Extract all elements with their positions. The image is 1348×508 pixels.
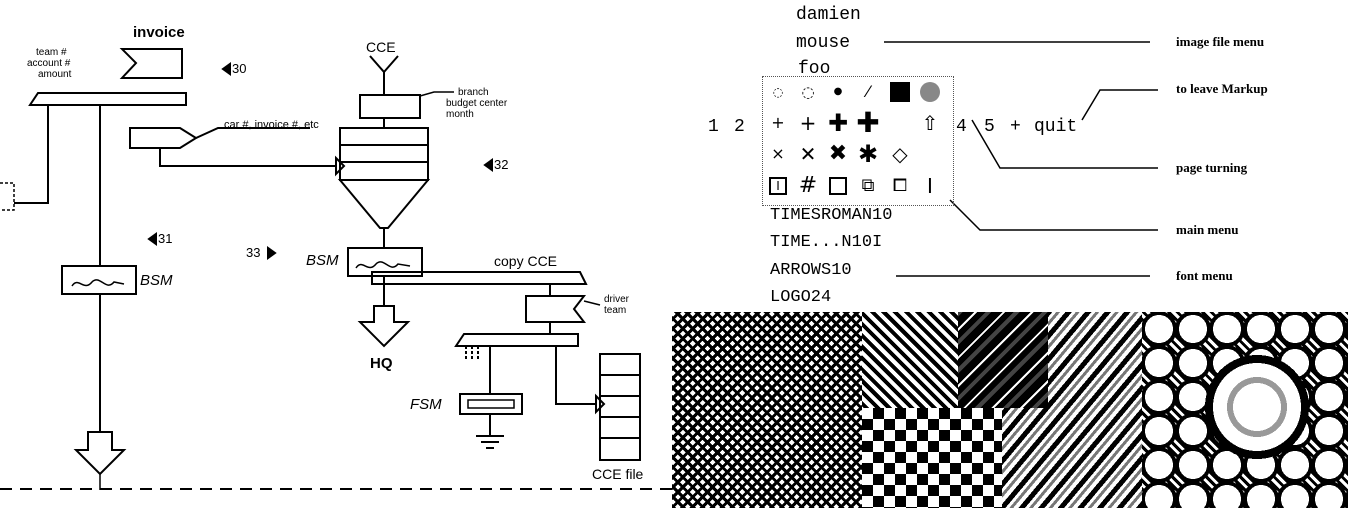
team-label: team #: [36, 47, 67, 58]
copy-cce-label: copy CCE: [494, 253, 558, 269]
bsm-box-left: [61, 265, 137, 295]
month-label: month: [446, 109, 474, 120]
down-arrow-left: [73, 431, 127, 476]
font-menu-item-timesroman10[interactable]: TIMESROMAN10: [770, 206, 893, 225]
funnel: [337, 179, 431, 229]
annotation-page-turning: page turning: [1176, 160, 1248, 175]
ref-triangle-31: [147, 232, 157, 246]
text-cursor-icon[interactable]: I: [927, 174, 933, 198]
dot-brush-icon[interactable]: ●: [833, 86, 843, 97]
car-invoice-label: car #, invoice #, etc: [224, 119, 319, 131]
font-menu-item-time-n10i[interactable]: TIME...N10I: [770, 233, 883, 252]
flow-diagram: [0, 48, 676, 490]
ref-30: 30: [232, 61, 247, 76]
gray-circle-icon[interactable]: [917, 79, 943, 105]
hq-label: HQ: [370, 355, 393, 372]
grid-icon[interactable]: #: [798, 173, 818, 198]
fsm-bus: [454, 333, 579, 347]
boxed-i-icon[interactable]: I: [765, 173, 791, 199]
cce-file-stack: [599, 353, 641, 461]
cce-file-label: CCE file: [592, 466, 644, 482]
account-label: account #: [27, 58, 71, 69]
page-button-4[interactable]: 4: [956, 117, 967, 137]
page-button-plus[interactable]: +: [1010, 117, 1021, 137]
bitmap-canvas[interactable]: [672, 312, 1348, 508]
dotted-circle-small-brush-icon[interactable]: ◌: [772, 85, 784, 99]
input-triangle: [335, 155, 346, 177]
x-brush-icon[interactable]: ✕: [799, 142, 817, 166]
ref-33: 33: [246, 245, 261, 260]
annotation-main-menu: main menu: [1176, 222, 1239, 237]
car-tag: [129, 127, 198, 149]
ref-triangle-30: [221, 62, 231, 76]
invoice-document: [119, 48, 183, 79]
page-button-5[interactable]: 5: [984, 117, 995, 137]
team-label-2: team: [604, 305, 627, 316]
branch-label: branch: [458, 87, 489, 98]
main-menu: ◌ ◌ ● ⁄ + + ✚ ✚ ⇧ × ✕ ✖ ✱ ◇ I # ⧉ ⧠ I: [762, 76, 954, 206]
ref-triangle-33: [267, 246, 277, 260]
car-label-leader: [195, 127, 310, 139]
branch-document: [359, 94, 421, 119]
upload-icon[interactable]: ⇧: [921, 111, 939, 135]
budget-center-label: budget center: [446, 98, 508, 109]
bsm-label-left: BSM: [140, 272, 173, 289]
file-menu-item-damien[interactable]: damien: [796, 5, 861, 25]
bold-x-brush-icon[interactable]: ✖: [828, 141, 848, 166]
quit-button[interactable]: quit: [1034, 117, 1078, 137]
thin-plus-brush-icon[interactable]: +: [771, 113, 785, 132]
ref-32: 32: [494, 157, 509, 172]
bsm-label-mid: BSM: [306, 252, 339, 269]
invoice-label: invoice: [133, 24, 185, 41]
driver-label: driver: [604, 294, 630, 305]
dotted-diamond-icon[interactable]: ◇: [892, 142, 908, 166]
car-line: [159, 148, 336, 167]
page-button-1[interactable]: 1: [708, 117, 719, 137]
page-button-2[interactable]: 2: [734, 117, 745, 137]
dotted-circle-medium-brush-icon[interactable]: ◌: [801, 82, 815, 101]
heavy-x-brush-icon[interactable]: ✱: [857, 140, 879, 168]
font-menu-item-arrows10[interactable]: ARROWS10: [770, 261, 852, 280]
pattern-region-diamond: [672, 312, 862, 508]
pattern-region-center-ring: [1192, 332, 1322, 482]
copy-bar: [371, 271, 588, 285]
annotation-leave-markup: to leave Markup: [1176, 81, 1268, 96]
annotation-font-menu: font menu: [1176, 268, 1233, 283]
linked-squares-icon[interactable]: ⧠: [892, 175, 908, 196]
ref-31: 31: [158, 231, 173, 246]
thin-x-brush-icon[interactable]: ×: [771, 144, 785, 163]
plus-brush-icon[interactable]: +: [799, 111, 817, 135]
hq-arrow: [357, 305, 411, 348]
left-branch-line: [14, 105, 49, 204]
left-bus-bar: [28, 92, 187, 106]
page-fragment: [0, 182, 15, 211]
pattern-region-checker-lower: [862, 408, 1022, 508]
overlap-squares-icon[interactable]: ⧉: [861, 175, 875, 196]
filled-square-icon[interactable]: [887, 79, 913, 105]
bold-plus-brush-icon[interactable]: ✚: [827, 109, 849, 137]
cce-label: CCE: [366, 39, 396, 55]
ref-triangle-32: [483, 158, 493, 172]
fsm-label: FSM: [410, 396, 442, 413]
square-outline-icon[interactable]: [825, 173, 851, 199]
driver-document: [525, 295, 587, 323]
heavy-plus-brush-icon[interactable]: ✚: [856, 106, 880, 139]
annotation-image-file-menu: image file menu: [1176, 34, 1265, 49]
pattern-region-dark: [958, 312, 1048, 408]
signature-glyph: [71, 279, 125, 287]
file-menu-item-mouse[interactable]: mouse: [796, 33, 851, 53]
line-brush-icon[interactable]: ⁄: [866, 82, 870, 101]
amount-label: amount: [38, 69, 72, 80]
font-menu-item-logo24[interactable]: LOGO24: [770, 288, 832, 307]
file-menu-item-foo[interactable]: foo: [798, 59, 831, 79]
